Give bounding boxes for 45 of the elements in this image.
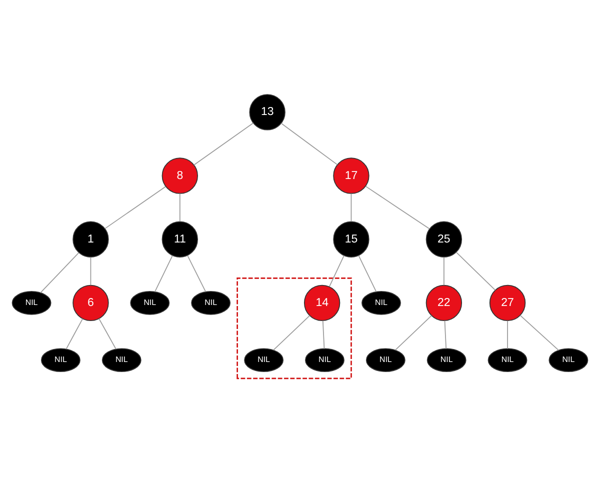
connector xyxy=(154,255,173,292)
node-circle: 13 xyxy=(249,94,286,130)
node-circle: 8 xyxy=(162,158,198,194)
connector xyxy=(350,193,352,222)
node-circle: 17 xyxy=(333,158,370,194)
node-circle: 25 xyxy=(426,221,462,258)
node-ellipse: NIL xyxy=(366,348,406,372)
node-ellipse: NIL xyxy=(130,291,170,315)
connector xyxy=(365,186,430,230)
node-circle: 6 xyxy=(72,284,109,322)
node-ellipse: NIL xyxy=(305,348,344,372)
connector xyxy=(273,315,310,350)
cluster xyxy=(236,278,352,380)
connector xyxy=(280,122,338,166)
node-ellipse: NIL xyxy=(12,291,52,315)
connector xyxy=(520,314,560,351)
connector xyxy=(193,122,254,166)
node-ellipse: NIL xyxy=(362,291,401,315)
connector xyxy=(358,255,377,292)
connector xyxy=(98,318,116,350)
node-circle: 14 xyxy=(304,284,340,322)
node-ellipse: NIL xyxy=(426,348,466,372)
node-circle: 22 xyxy=(426,284,462,322)
node-ellipse: NIL xyxy=(40,348,80,372)
connector xyxy=(66,318,84,350)
node-circle: 15 xyxy=(333,221,370,258)
connector xyxy=(104,186,166,230)
connector xyxy=(40,252,80,294)
node-circle: 11 xyxy=(162,221,198,258)
node-ellipse: NIL xyxy=(548,348,588,372)
node-circle: 1 xyxy=(72,221,109,258)
connector xyxy=(328,255,344,287)
connector xyxy=(394,315,432,350)
connector xyxy=(507,320,508,350)
connector xyxy=(322,320,325,350)
node-circle: 27 xyxy=(489,284,526,322)
connector xyxy=(456,252,496,291)
connector xyxy=(179,193,180,222)
connector xyxy=(90,256,92,286)
node-ellipse: NIL xyxy=(488,348,528,372)
node-ellipse: NIL xyxy=(102,348,142,372)
connector xyxy=(444,320,447,350)
node-ellipse: NIL xyxy=(244,348,284,372)
node-ellipse: NIL xyxy=(191,291,231,315)
connector xyxy=(187,255,206,292)
